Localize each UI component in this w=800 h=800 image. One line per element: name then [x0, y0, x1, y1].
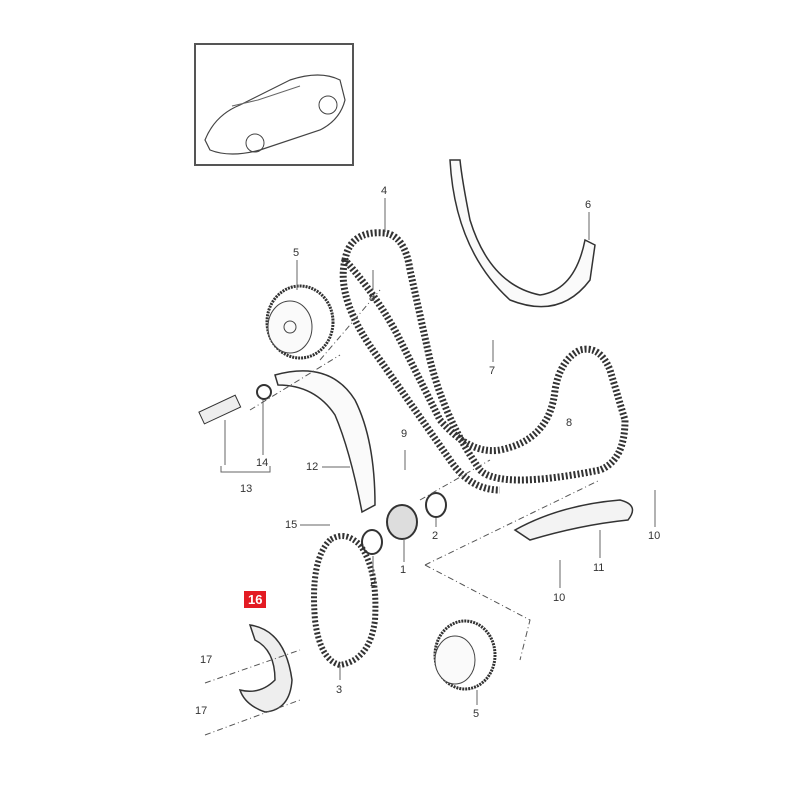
label-14: 14 [256, 457, 269, 469]
label-5-lower: 5 [473, 708, 480, 720]
camshaft-sprocket-upper [265, 284, 335, 360]
label-10-right: 10 [648, 530, 661, 542]
label-5-upper: 5 [293, 247, 300, 259]
chain-guide-6 [449, 159, 596, 308]
seal-ring-14 [256, 384, 272, 400]
label-12: 12 [306, 461, 319, 473]
label-3: 3 [336, 684, 343, 696]
label-8-upper: 8 [369, 292, 376, 304]
label-6: 6 [585, 199, 592, 211]
timing-chain-upper [341, 229, 629, 484]
chain-guide-11 [513, 499, 634, 541]
label-17-upper: 17 [200, 654, 213, 666]
camshaft-sprocket-lower [433, 619, 497, 691]
label-16-highlighted: 16 [244, 591, 267, 608]
label-9: 9 [401, 428, 408, 440]
washer-2-upper [425, 492, 447, 518]
label-17-lower: 17 [195, 705, 208, 717]
label-2-upper: 2 [432, 530, 439, 542]
label-10-lower: 10 [553, 592, 566, 604]
bolt-13 [198, 394, 242, 425]
label-8-lower: 8 [566, 417, 573, 429]
label-1: 1 [400, 564, 407, 576]
tensioner-rail-12 [274, 370, 376, 514]
label-15: 15 [285, 519, 298, 531]
washer-2-lower [361, 529, 383, 555]
chain-guide-16 [238, 624, 293, 713]
label-13: 13 [240, 483, 253, 495]
label-4: 4 [381, 185, 388, 197]
label-2-lower: 2 [370, 577, 377, 589]
vehicle-thumbnail [194, 43, 354, 166]
timing-chain-lower [311, 533, 379, 669]
label-11: 11 [593, 562, 605, 574]
label-7: 7 [489, 365, 496, 377]
crankshaft-sprocket-1 [386, 504, 418, 540]
